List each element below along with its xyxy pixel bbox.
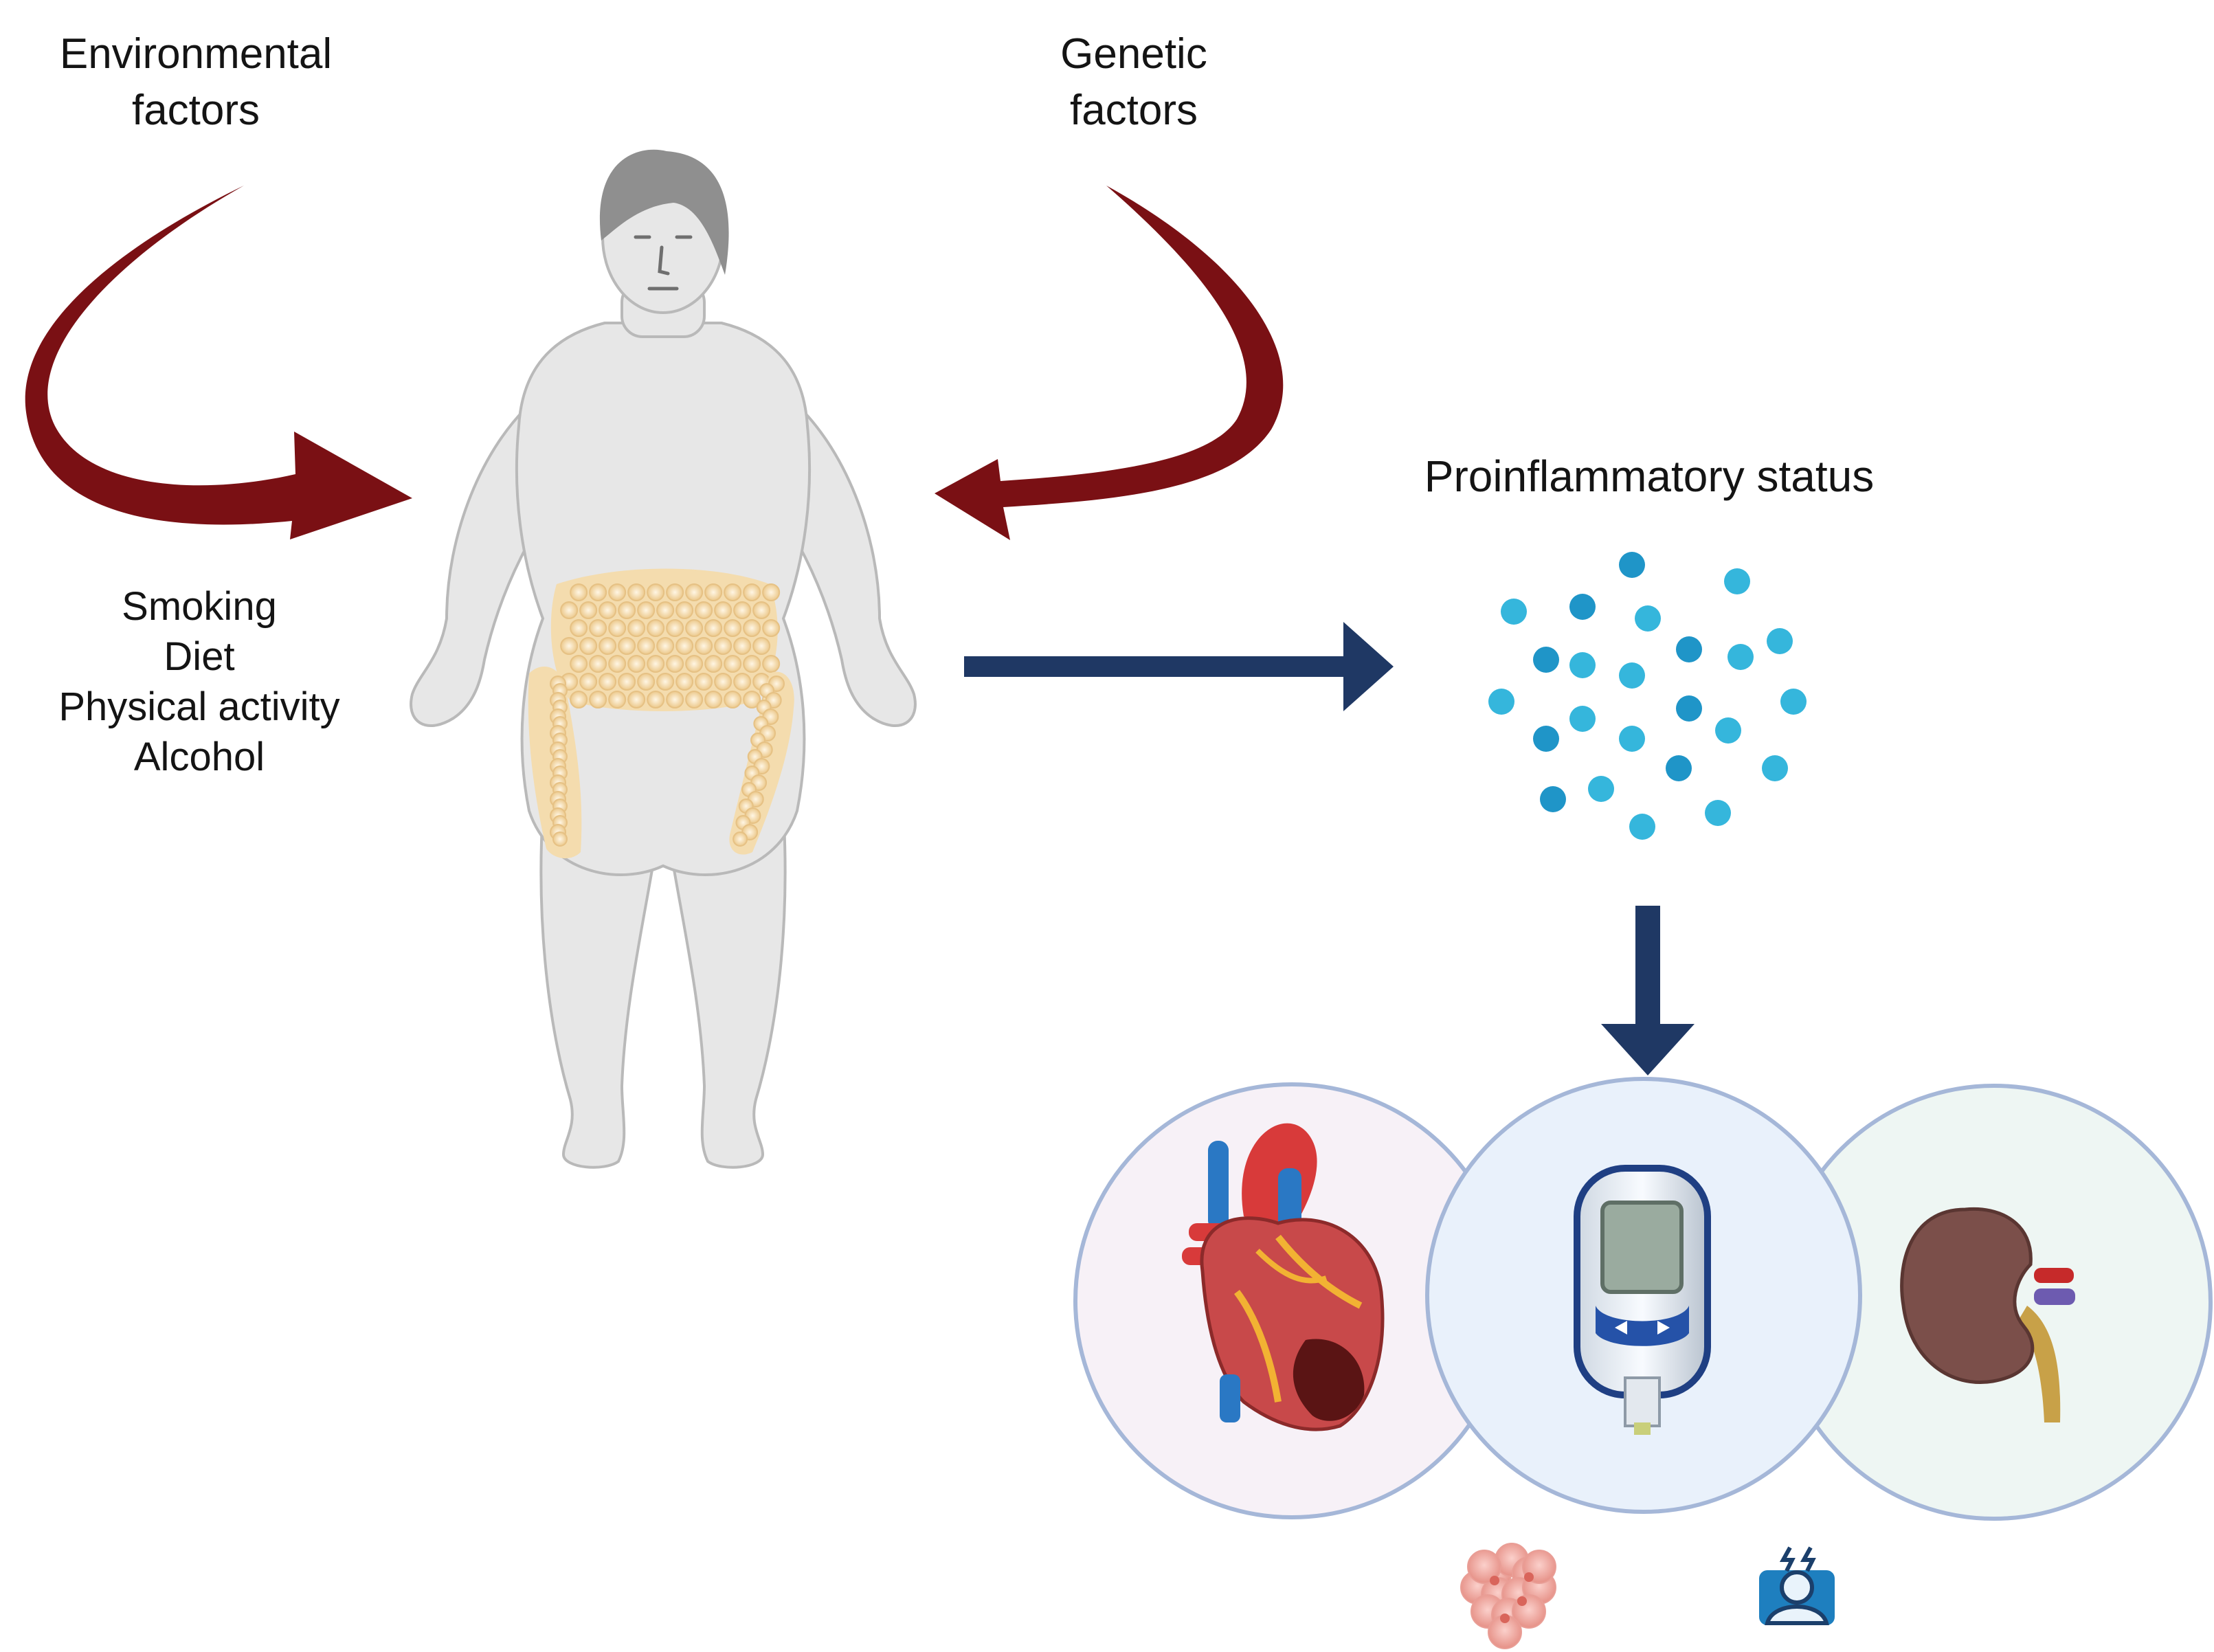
status-to-disease-arrow xyxy=(1601,906,1695,1075)
person-face xyxy=(634,235,693,291)
cytokine-dot xyxy=(1533,647,1559,673)
cytokine-dot xyxy=(1501,599,1527,625)
cytokine-dot xyxy=(1762,755,1788,781)
factor-smoking: Smoking xyxy=(122,584,277,629)
cytokine-dot xyxy=(1676,695,1702,722)
cytokine-dot xyxy=(1727,644,1754,670)
factor-diet: Diet xyxy=(164,634,235,679)
cytokine-dot xyxy=(1619,662,1645,689)
environmental-factors-label: Environmental factors xyxy=(27,26,364,139)
cytokine-dot xyxy=(1569,594,1596,620)
cytokine-dot xyxy=(1780,689,1807,715)
person-hair xyxy=(599,149,729,275)
cytokine-dot xyxy=(1533,726,1559,752)
cytokine-dot xyxy=(1569,706,1596,732)
tumor-cells-icon xyxy=(1460,1543,1556,1649)
cytokine-dot xyxy=(1569,652,1596,678)
glucometer-icon xyxy=(1574,1165,1711,1435)
cytokine-dot xyxy=(1588,776,1614,802)
person-to-status-arrow xyxy=(964,622,1394,711)
environmental-factor-list: Smoking Diet Physical activity Alcohol xyxy=(21,581,378,782)
kidney-icon xyxy=(1900,1207,2075,1422)
cytokine-dot xyxy=(1767,628,1793,654)
cytokine-dot xyxy=(1629,814,1655,840)
abdominal-fat-tissue xyxy=(550,568,781,711)
cytokine-dot xyxy=(1635,605,1661,632)
cytokine-dot xyxy=(1724,568,1750,594)
cytokine-dot xyxy=(1666,755,1692,781)
factor-alcohol: Alcohol xyxy=(133,735,265,779)
environmental-label-line2: factors xyxy=(131,87,260,134)
genetic-label-line2: factors xyxy=(1069,87,1198,134)
cytokine-dot xyxy=(1676,636,1702,662)
genetic-curved-arrow xyxy=(935,186,1284,540)
cytokine-dot xyxy=(1540,786,1566,812)
genetic-factors-label: Genetic factors xyxy=(955,26,1312,139)
cytokine-dot xyxy=(1619,726,1645,752)
cytokine-dot xyxy=(1715,717,1741,744)
stressed-person-icon xyxy=(1759,1546,1835,1625)
environmental-curved-arrow xyxy=(25,186,413,539)
cytokine-cluster xyxy=(1488,552,1807,840)
proinflammatory-status-label: Proinflammatory status xyxy=(1424,451,1875,501)
genetic-label-line1: Genetic xyxy=(1060,30,1207,78)
factor-physical-activity: Physical activity xyxy=(58,684,340,729)
cytokine-dot xyxy=(1488,689,1514,715)
cytokine-dot xyxy=(1705,800,1731,826)
cytokine-dot xyxy=(1619,552,1645,578)
environmental-label-line1: Environmental xyxy=(59,30,333,78)
heart-icon xyxy=(1182,1123,1385,1431)
